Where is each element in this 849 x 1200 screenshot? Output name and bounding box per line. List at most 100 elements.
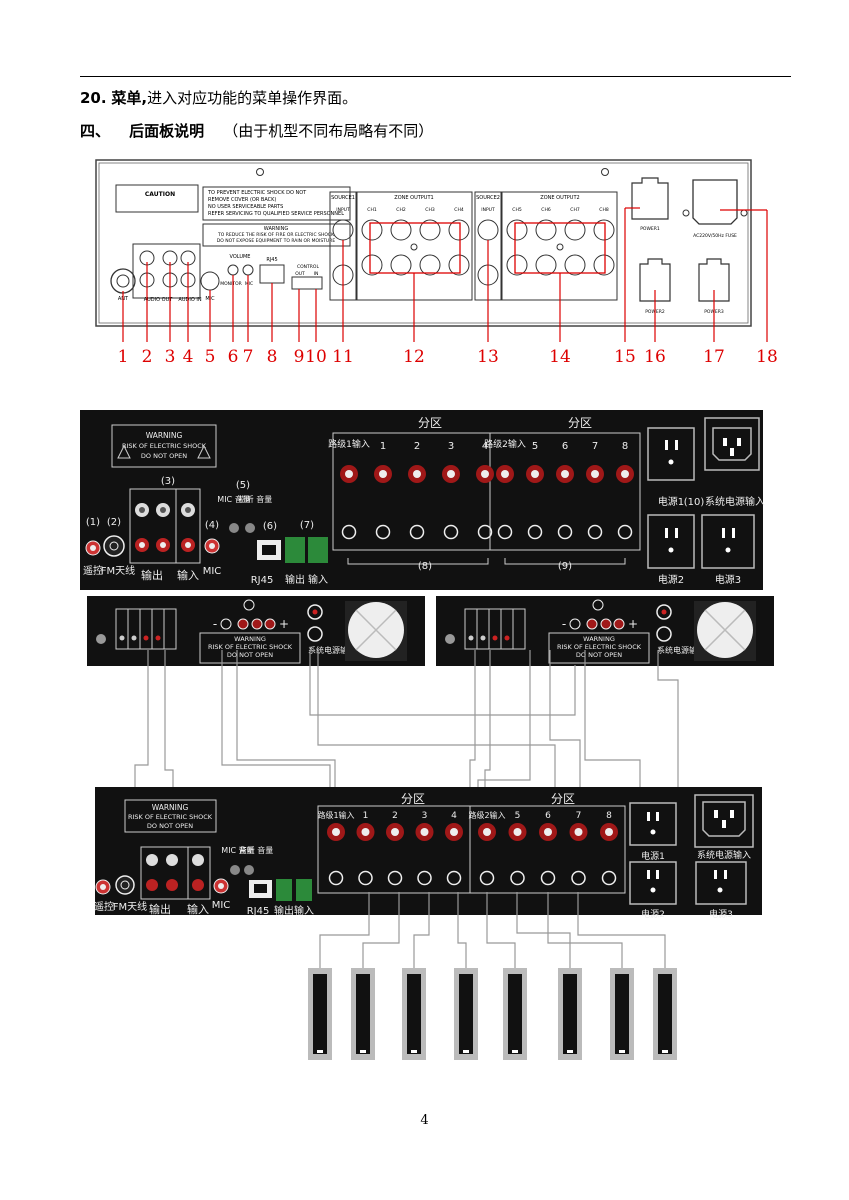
section-heading: 四、 后面板说明 （由于机型不同布局略有不同） [80, 120, 433, 141]
amp-warning-line: RISK OF ELECTRIC SHOCK [208, 643, 293, 651]
section-title: 后面板说明 [129, 122, 205, 140]
speaker-cone [407, 974, 421, 1054]
channel-jack-bottom [419, 254, 441, 276]
p2-terminal-ring [527, 524, 543, 540]
p2-terminal-ring [617, 524, 633, 540]
speaker-cable [547, 892, 623, 968]
speaker-cable [413, 892, 430, 968]
label-audio-out: AUDIO OUT [144, 297, 174, 303]
p3-zone-3: 3 [422, 811, 428, 821]
p2-power1: 电源1 [658, 495, 684, 508]
item-title: 菜单, [111, 89, 148, 107]
p3-warning-1: WARNING [152, 803, 189, 812]
p3-in1: 路级1输入 [317, 810, 354, 820]
amp-binding-post [586, 618, 598, 630]
callout-16: 16 [644, 347, 666, 367]
label-control-in: IN [314, 271, 319, 277]
amp-warning-line: DO NOT OPEN [576, 651, 622, 659]
p3-power1: 电源1 [641, 850, 665, 862]
p3-zone-5: 5 [515, 811, 521, 821]
label-power1: POWER1 [640, 226, 660, 232]
p2-terminal-ring [497, 524, 513, 540]
p2-in: 输入 [177, 568, 199, 582]
p3-terminal-ring [479, 870, 495, 886]
p2-out2: 输出 [285, 573, 305, 586]
channel-jack-bottom [448, 254, 470, 276]
p2-zone-5: 5 [532, 441, 538, 452]
label-audio-in: AUDIO IN [178, 297, 201, 303]
amp-warning-line: DO NOT OPEN [227, 651, 273, 659]
p2-terminal-core [447, 470, 455, 478]
p3-terminal-core [513, 828, 522, 836]
label-zone-output1: ZONE OUTPUT1 [394, 195, 433, 201]
p2-n1: (1) [86, 517, 100, 528]
amp-binding-post [613, 618, 625, 630]
callout-2: 2 [142, 347, 153, 367]
p3-in2b: 路级2输入 [468, 810, 505, 820]
amp-warning-line: RISK OF ELECTRIC SHOCK [557, 643, 642, 651]
p2-warning-1: WARNING [146, 431, 183, 440]
speaker-led [567, 1050, 573, 1053]
fan-grille [355, 609, 397, 651]
speaker-cone [615, 974, 629, 1054]
p3-terminal-ring [571, 870, 586, 886]
label-input1: INPUT [336, 207, 350, 213]
amp-screw [96, 634, 106, 644]
speaker-cable [516, 892, 571, 968]
p2-zone-2: 2 [414, 441, 420, 452]
amp-terminal-screw [504, 635, 510, 641]
p2-terminal-core [621, 470, 629, 478]
p3-terminal-core [544, 828, 552, 836]
p2-terminal-ring [375, 524, 391, 540]
channel-jack-top [390, 219, 412, 241]
amp-input-jack [656, 626, 672, 642]
amp-minus: - [562, 617, 566, 631]
p2-n2: (2) [107, 517, 121, 528]
p2-terminal-core [501, 470, 509, 478]
amp-sys-power: 系统电源输入 [308, 645, 356, 655]
amp-terminal-screw [480, 635, 486, 641]
channel-jack-top [535, 219, 557, 241]
caution-text-1: TO PREVENT ELECTRIC SHOCK DO NOT [207, 190, 307, 196]
p3-terminal-core [391, 828, 399, 836]
channel-jack-top [564, 219, 586, 241]
warning-text-p1-2: DO NOT EXPOSE EQUIPMENT TO RAIN OR MOIST… [217, 238, 336, 244]
speaker-cable [577, 892, 666, 968]
label-zone-output2: ZONE OUTPUT2 [540, 195, 579, 201]
p3-warning-2: RISK OF ELECTRIC SHOCK [128, 813, 213, 821]
p2-terminal-core [379, 470, 387, 478]
p2-warning-2: RISK OF ELECTRIC SHOCK [122, 442, 207, 450]
p3-terminal-core [332, 828, 340, 836]
p3-terminal-ring [358, 870, 373, 886]
p2-terminal-core [531, 470, 539, 478]
p2-terminal-ring [341, 524, 357, 540]
speaker-led [463, 1050, 469, 1053]
item-number: 20. [80, 89, 107, 107]
p2-mic-vol: MIC 音量 [217, 494, 250, 504]
p3-terminal-ring [446, 870, 462, 886]
p3-terminal-core [450, 828, 458, 836]
callout-11: 11 [332, 347, 354, 367]
channel-jack-top [506, 219, 528, 241]
amp-binding-post [220, 618, 232, 630]
p2-zone-8: 8 [622, 441, 628, 452]
p2-rj45: RJ45 [251, 575, 274, 586]
callout-7: 7 [243, 347, 254, 367]
channel-jack-top [448, 219, 470, 241]
amp-binding-post [251, 618, 263, 630]
amp-input-jack-core [661, 609, 667, 615]
speaker-cone [356, 974, 370, 1054]
section-note: （由于机型不同布局略有不同） [223, 122, 434, 140]
p2-power2: 电源2 [658, 573, 684, 586]
callout-3: 3 [165, 347, 176, 367]
speaker-cable [486, 892, 516, 968]
p3-terminal-core [574, 828, 583, 836]
p3-in: 输入 [187, 902, 209, 916]
rear-panel-photo: WARNING RISK OF ELECTRIC SHOCK DO NOT OP… [80, 410, 765, 590]
channel-label: CH6 [541, 207, 551, 213]
amp-warning-box [199, 632, 301, 664]
